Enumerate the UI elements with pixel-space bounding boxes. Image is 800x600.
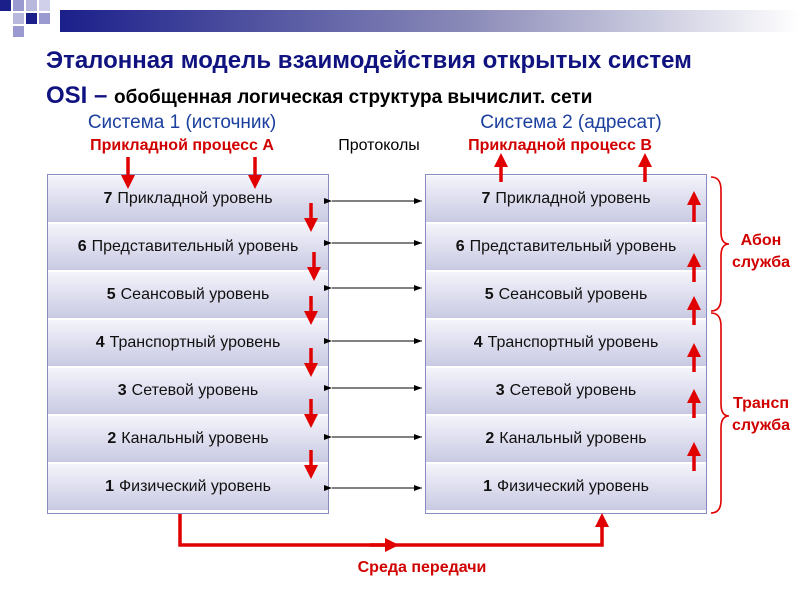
layer-number: 7 [481, 190, 491, 207]
transmission-medium-path [178, 514, 604, 547]
protocols-label: Протоколы [338, 137, 420, 154]
application-service-brace [710, 176, 730, 312]
layer-name: Транспортный уровень [487, 334, 659, 351]
system1-header: Система 1 (источник) [87, 112, 277, 133]
layer-name: Канальный уровень [499, 430, 647, 447]
protocol-arrows [324, 198, 422, 491]
layer-number: 4 [473, 334, 483, 351]
layer-number: 5 [106, 286, 116, 303]
layer-number: 6 [455, 238, 465, 255]
layer-name: Сетевой уровень [131, 382, 259, 399]
layer-name: Физический уровень [118, 478, 271, 495]
transport-service-brace [710, 312, 730, 514]
subtitle-lead: OSI – [46, 82, 115, 109]
layer-number: 3 [495, 382, 505, 399]
layer-number: 5 [484, 286, 494, 303]
layer-number: 1 [483, 478, 492, 495]
layer-number: 2 [107, 430, 117, 447]
layer-name: Сетевой уровень [509, 382, 637, 399]
slide-subtitle: OSI – обобщенная логическая структура вы… [46, 82, 592, 110]
subtitle-text: обобщенная логическая структура вычислит… [114, 87, 593, 108]
layer-number: 4 [95, 334, 105, 351]
layer-number: 6 [77, 238, 87, 255]
process-a-label: Прикладной процесс А [90, 137, 274, 154]
process-b-label: Прикладной процесс В [468, 137, 652, 154]
layer-number: 1 [105, 478, 114, 495]
layer-name: Прикладной уровень [495, 190, 651, 207]
transmission-medium-label: Среда передачи [357, 559, 487, 576]
layer-name: Представительный уровень [469, 238, 677, 255]
system2-header: Система 2 (адресат) [480, 112, 662, 133]
system1-downward-flow [304, 203, 321, 479]
layer-number: 3 [117, 382, 127, 399]
layer-number: 2 [485, 430, 495, 447]
layer-number: 7 [103, 190, 113, 207]
layer-name: Прикладной уровень [117, 190, 273, 207]
layer-name: Сеансовый уровень [498, 286, 648, 303]
layer-name: Сеансовый уровень [120, 286, 270, 303]
layer-name: Транспортный уровень [109, 334, 281, 351]
layer-name: Представительный уровень [91, 238, 299, 255]
layer-name: Канальный уровень [121, 430, 269, 447]
corner-decoration [0, 0, 800, 37]
slide-title: Эталонная модель взаимодействия открытых… [46, 47, 692, 74]
layer-name: Физический уровень [496, 478, 649, 495]
